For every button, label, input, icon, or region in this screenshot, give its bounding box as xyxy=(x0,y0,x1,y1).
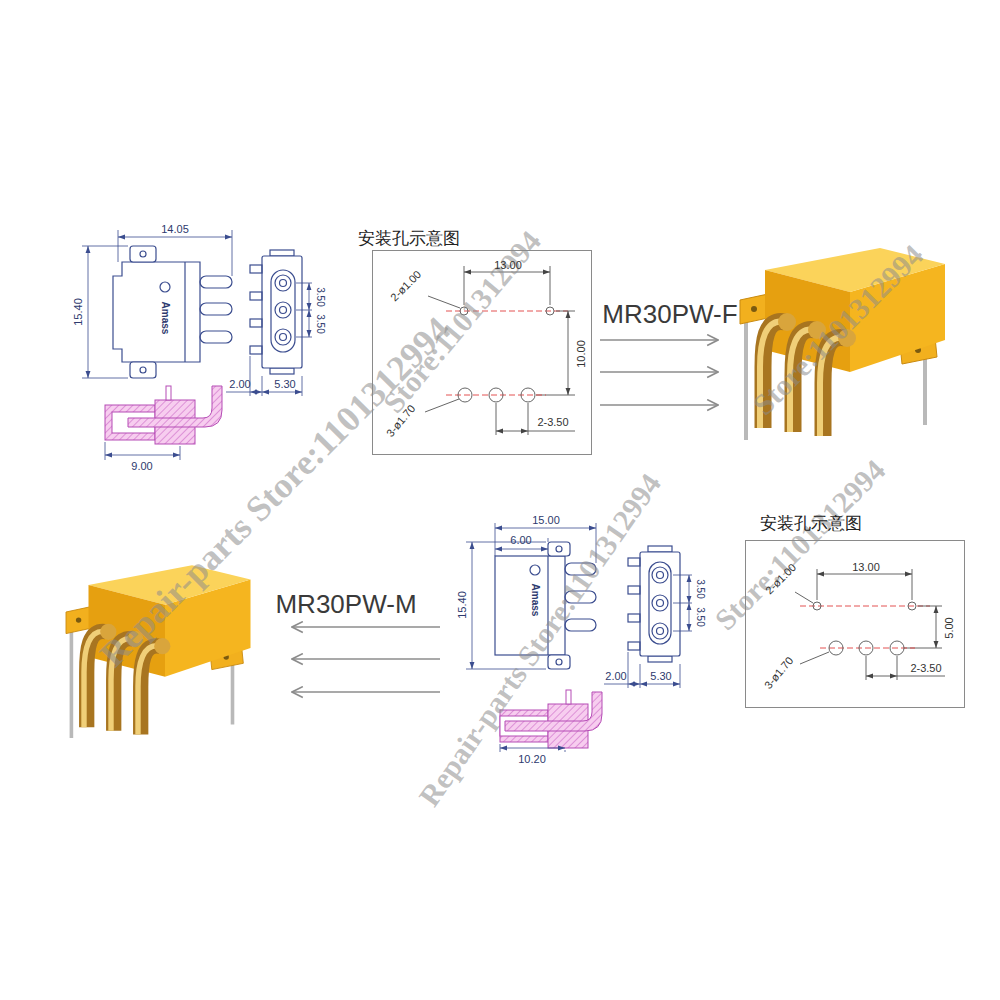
hole-callout: 2-ø1.00 xyxy=(389,269,424,304)
dimension-label: 6.00 xyxy=(510,535,531,546)
dimension-label: 2-3.50 xyxy=(910,663,941,674)
dimension-label: 10.00 xyxy=(576,340,587,368)
dimension-label: 5.00 xyxy=(944,617,955,638)
dimension-lines xyxy=(604,575,692,688)
female-side-view xyxy=(250,250,302,374)
pointer-arrows xyxy=(600,340,718,405)
female-front-view xyxy=(113,246,232,378)
hole-callout: 3-ø1.70 xyxy=(763,655,796,691)
watermark: Store:1101312994 xyxy=(378,226,546,418)
mounting-hole-box: 安装孔示意图2-ø1.0013.005.003-ø1.702-3.50 xyxy=(745,540,965,708)
dimension-label: 15.00 xyxy=(532,515,560,526)
dimension-label: 15.40 xyxy=(457,591,468,619)
dimension-label: 3.50 xyxy=(695,607,705,626)
dimension-lines xyxy=(226,283,312,396)
dimension-label: 14.05 xyxy=(161,224,189,235)
mounting-hole-box: 安装孔示意图2-ø1.0013.0010.003-ø1.702-3.50 xyxy=(372,250,592,455)
male-front-view xyxy=(495,542,596,669)
dimension-label: 2-3.50 xyxy=(537,417,568,428)
hole-callout: 2-ø1.00 xyxy=(764,562,799,597)
connector-photo xyxy=(740,248,945,440)
dimension-label: 3.50 xyxy=(695,579,705,598)
part-number: MR30PW-M xyxy=(275,591,416,617)
dimension-label: 13.00 xyxy=(852,562,880,573)
dimension-label: 15.40 xyxy=(73,298,84,326)
dimension-label: 3.50 xyxy=(315,287,325,306)
dimension-label: 9.00 xyxy=(131,461,152,472)
hole-callout: 3-ø1.70 xyxy=(385,403,418,439)
dimension-label: 13.00 xyxy=(494,260,522,271)
watermark: Store:1101312994 xyxy=(709,454,890,635)
part-number: MR30PW-F xyxy=(602,301,737,327)
female-section-view xyxy=(105,386,222,444)
male-side-view xyxy=(628,546,680,662)
dimension-label: 5.30 xyxy=(650,671,671,682)
pointer-arrows xyxy=(292,627,440,692)
diagram-heading: 安装孔示意图 xyxy=(358,230,460,247)
dimension-label: 3.50 xyxy=(315,314,325,333)
connector-photo xyxy=(66,565,251,738)
diagram-heading: 安装孔示意图 xyxy=(760,515,862,532)
brand-logo-text: Amass xyxy=(160,302,170,335)
dimension-label: 2.00 xyxy=(229,379,250,390)
brand-logo-text: Amass xyxy=(530,584,540,617)
dimension-label: 5.30 xyxy=(274,379,295,390)
mounting-hole-sketch xyxy=(425,266,575,435)
dimension-label: 2.00 xyxy=(605,671,626,682)
dimension-lines xyxy=(105,442,180,460)
dimension-lines xyxy=(500,744,565,752)
dimension-label: 10.20 xyxy=(518,754,546,765)
dimension-lines xyxy=(82,230,232,378)
dimension-lines xyxy=(466,523,596,669)
mounting-hole-sketch xyxy=(795,569,945,680)
male-section-view xyxy=(500,690,602,748)
